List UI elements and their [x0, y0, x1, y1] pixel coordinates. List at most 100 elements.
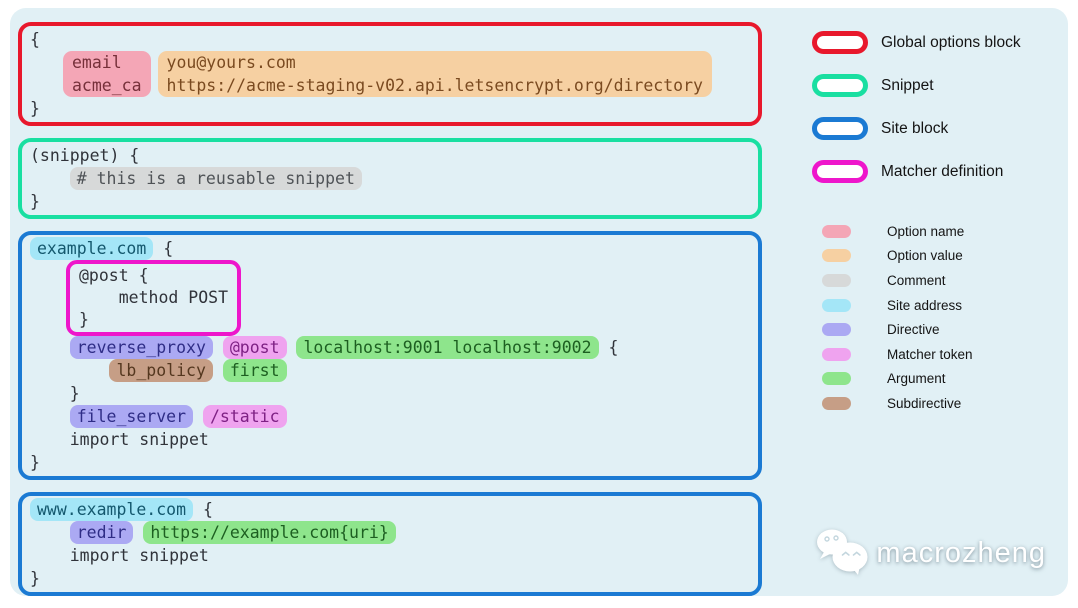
- legend-item-option-value: Option value: [822, 244, 973, 269]
- comment-token: # this is a reusable snippet: [69, 167, 362, 190]
- code-line: lb_policy first: [30, 359, 750, 382]
- legend-item-option-name: Option name: [822, 219, 973, 244]
- code-text: {: [193, 500, 213, 519]
- code-text: }: [30, 569, 40, 588]
- legend-item-matcher-token: Matcher token: [822, 342, 973, 367]
- code-text: [30, 169, 70, 188]
- option-name-text: email: [72, 53, 122, 72]
- legend-swatch-fill: [822, 396, 851, 410]
- legend-item-subdirective: Subdirective: [822, 391, 973, 416]
- legend-swatch-outline: [812, 74, 868, 97]
- code-text: [30, 361, 109, 380]
- code-text: }: [30, 192, 40, 211]
- code-text: }: [30, 384, 80, 403]
- legend-swatch-fill: [822, 347, 851, 361]
- option-name-pill: email acme_ca: [63, 51, 151, 97]
- code-text: [193, 407, 203, 426]
- legend-label: Snippet: [881, 76, 934, 94]
- code-text: [30, 407, 70, 426]
- code-line: file_server /static: [30, 405, 750, 428]
- code-text: }: [30, 453, 40, 472]
- matcher-definition-box: @post { method POST}: [66, 260, 242, 336]
- code-line: (snippet) {: [30, 144, 750, 167]
- legend-swatch-fill: [822, 298, 851, 312]
- code-text: import snippet: [30, 430, 209, 449]
- code-line: reverse_proxy @post localhost:9001 local…: [30, 336, 750, 359]
- code-text: [213, 361, 223, 380]
- legend-label: Site address: [887, 297, 963, 313]
- legend-item-snippet: Snippet: [812, 64, 1021, 107]
- code-line: method POST: [79, 288, 229, 307]
- legend-swatch-outline: [812, 160, 868, 183]
- argument-token: https://example.com{uri}: [143, 521, 396, 544]
- code-text: {: [30, 30, 40, 49]
- site-address-token: www.example.com: [30, 498, 194, 521]
- legend-item-matcher-definition: Matcher definition: [812, 150, 1021, 193]
- legend-label: Global options block: [881, 33, 1021, 51]
- code-text: {: [598, 338, 619, 357]
- code-line: }: [30, 97, 750, 120]
- legend-item-site-address: Site address: [822, 293, 973, 318]
- watermark: macrozheng: [815, 527, 1046, 580]
- code-text: (snippet) {: [30, 146, 140, 165]
- code-line: }: [30, 382, 750, 405]
- code-line: redir https://example.com{uri}: [30, 521, 750, 544]
- code-line: }: [30, 190, 750, 213]
- argument-token: first: [222, 359, 287, 382]
- legend-swatch-fill: [822, 224, 851, 238]
- directive-token: reverse_proxy: [69, 336, 213, 359]
- legend-label: Matcher token: [887, 346, 973, 362]
- legend-swatch-fill: [822, 249, 851, 263]
- legend-item-directive: Directive: [822, 317, 973, 342]
- code-line: }: [30, 567, 750, 590]
- code-line: import snippet: [30, 544, 750, 567]
- code-line: import snippet: [30, 428, 750, 451]
- code-text: [213, 338, 223, 357]
- directive-token: redir: [69, 521, 134, 544]
- matcher-token-token: @post: [222, 336, 287, 359]
- legend-item-comment: Comment: [822, 268, 973, 293]
- legend-item-argument: Argument: [822, 367, 973, 392]
- code-text: import snippet: [30, 546, 209, 565]
- legend-label: Option name: [887, 223, 965, 239]
- legend-item-site-block: Site block: [812, 107, 1021, 150]
- legend-label: Directive: [887, 322, 940, 338]
- snippet-block: (snippet) { # this is a reusable snippet…: [18, 138, 762, 219]
- directive-token: file_server: [69, 405, 194, 428]
- code-text: }: [30, 99, 40, 118]
- code-line: example.com {: [30, 237, 750, 260]
- legend-swatch-outline: [812, 117, 868, 140]
- code-text: [287, 338, 297, 357]
- site-block-www-example-com: www.example.com { redir https://example.…: [18, 492, 762, 596]
- code-line: {: [30, 28, 750, 51]
- option-name-text: acme_ca: [72, 76, 142, 95]
- legend-label: Matcher definition: [881, 162, 1004, 180]
- watermark-text: macrozheng: [876, 537, 1046, 569]
- site-block-example-com: example.com {@post { method POST} revers…: [18, 231, 762, 480]
- legend-item-global-options-block: Global options block: [812, 21, 1021, 64]
- legend-swatch-fill: [822, 323, 851, 337]
- code-line: }: [79, 310, 89, 329]
- legend-label: Comment: [887, 272, 946, 288]
- code-line: www.example.com {: [30, 498, 750, 521]
- code-text: [133, 523, 143, 542]
- code-line: @post {: [79, 266, 149, 285]
- legend-label: Subdirective: [887, 395, 962, 411]
- legend-swatch-fill: [822, 372, 851, 386]
- legend-swatch-fill: [822, 273, 851, 287]
- code-text: {: [153, 239, 174, 258]
- argument-token: localhost:9001 localhost:9002: [296, 336, 599, 359]
- legend-label: Site block: [881, 119, 949, 137]
- legend-label: Option value: [887, 248, 963, 264]
- site-address-token: example.com: [30, 237, 154, 260]
- option-value-text: https://acme-staging-v02.api.letsencrypt…: [166, 76, 703, 95]
- legend-swatch-outline: [812, 31, 868, 54]
- matcher-token-token: /static: [202, 405, 287, 428]
- matcher-definition-wrapper: @post { method POST}: [30, 260, 750, 336]
